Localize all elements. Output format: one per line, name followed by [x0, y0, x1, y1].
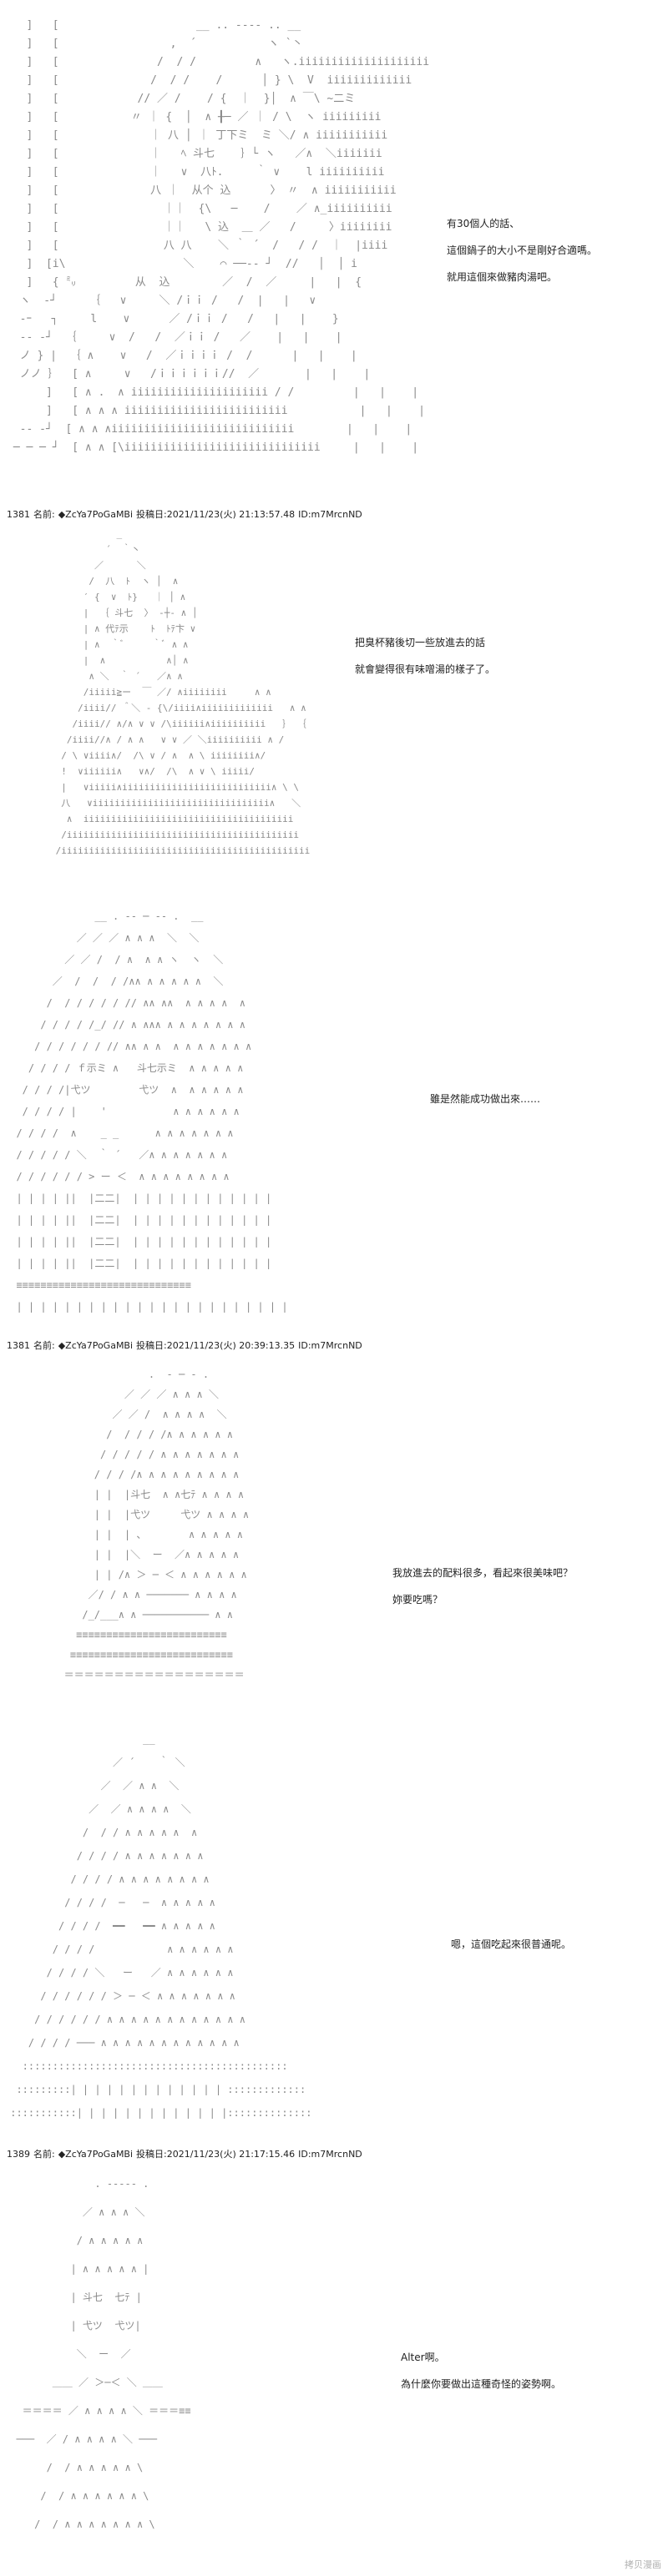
ascii-art-2: _ ´ ｀丶 ／ ＼ / 八 ﾄ ヽ │ ∧ ′ { ∨ ﾄ} ｜ │ ∧ | …: [55, 528, 311, 856]
dialog-2: 把臭杯豬後切一些放進去的話 就會變得很有味噌湯的樣子了。: [355, 637, 496, 675]
ascii-art-4: . - ─ - . ／ ／ ／ ∧ ∧ ∧ ＼ ／ ／ / ∧ ∧ ∧ ∧ ＼ …: [63, 1369, 250, 1681]
panel-6: . -‐‐‐- . ／ ∧ ∧ ∧ ＼ / ∧ ∧ ∧ ∧ ∧ | ∧ ∧ ∧ …: [0, 2170, 668, 2562]
panel-5: __ ／ ´ ｀ ＼ ／ ／ ∧ ∧ ＼ ／ ／ ∧ ∧ ∧ ∧ ＼ / / /…: [0, 1727, 668, 2136]
panel-4: . - ─ - . ／ ／ ／ ∧ ∧ ∧ ＼ ／ ／ / ∧ ∧ ∧ ∧ ＼ …: [0, 1364, 668, 1706]
ascii-art-6: . -‐‐‐- . ／ ∧ ∧ ∧ ＼ / ∧ ∧ ∧ ∧ ∧ | ∧ ∧ ∧ …: [16, 2178, 191, 2530]
panel-1: ] [ __ .. -‐‐- .. __ ] [ , ´ ヽ `丶 ] [ / …: [0, 0, 668, 501]
dialog-4: 我放進去的配料很多，看起來很美味吧？ 妳要吃嗎？: [392, 1567, 574, 1606]
ascii-art-1: ] [ __ .. -‐‐- .. __ ] [ , ´ ヽ `丶 ] [ / …: [13, 19, 430, 454]
ascii-art-3: __ . -‐ ─ ‐- . __ ／ ／ ／ ∧ ∧ ∧ ＼ ＼ ／ ／ / …: [16, 910, 288, 1313]
dialog-1: 有30個人的話、 這個鍋子的大小不是剛好合適嗎。 就用這個來做豬肉湯吧。: [447, 218, 598, 283]
dialog-5: 嗯，這個吃起來很普通呢。: [451, 1938, 572, 1950]
panel-2: _ ´ ｀丶 ／ ＼ / 八 ﾄ ヽ │ ∧ ′ { ∨ ﾄ} ｜ │ ∧ | …: [0, 526, 668, 893]
ascii-art-5: __ ／ ´ ｀ ＼ ／ ／ ∧ ∧ ＼ ／ ／ ∧ ∧ ∧ ∧ ＼ / / /…: [10, 1733, 312, 2119]
watermark: 拷贝漫画: [625, 2559, 661, 2570]
dialog-6: Alter啊。 為什麼你要做出這種奇怪的姿勢啊。: [401, 2352, 562, 2390]
dialog-3: 雖是然能成功做出來……: [430, 1093, 541, 1105]
panel-3: __ . -‐ ─ ‐- . __ ／ ／ ／ ∧ ∧ ∧ ＼ ＼ ／ ／ / …: [0, 905, 668, 1331]
